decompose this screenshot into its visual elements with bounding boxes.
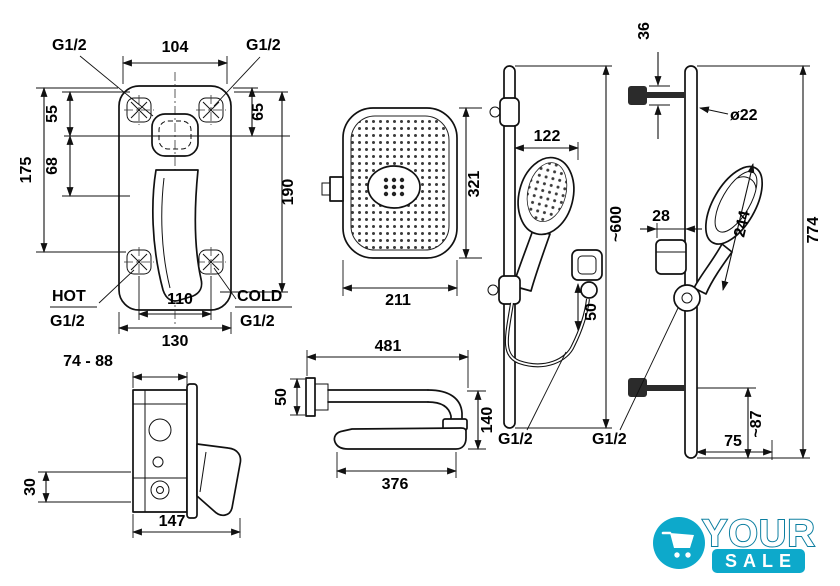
thread-label-top-right: G1/2	[246, 37, 281, 54]
dim-55: 55	[44, 105, 61, 123]
dim-75: 75	[724, 433, 742, 450]
shower-arm-side-view: 481 50 140 376	[273, 338, 496, 493]
hot-thread-label: G1/2	[50, 313, 85, 330]
dim-130: 130	[162, 333, 189, 350]
dim-50-elbow: 50	[583, 303, 600, 321]
rail-slider-holder	[498, 275, 521, 305]
bar-hand-shower-handle	[693, 243, 733, 295]
dim-140: 140	[479, 407, 496, 434]
cold-label: COLD	[237, 288, 282, 305]
logo-word-sale: SALE	[725, 551, 797, 571]
dim-65: 65	[250, 103, 267, 121]
dim-376: 376	[382, 476, 409, 493]
dim-321: 321	[466, 171, 483, 198]
dim-diameter-22: ø22	[730, 107, 758, 124]
bar-hand-shower-head	[704, 165, 764, 245]
dim-211: 211	[385, 292, 411, 309]
head-side-profile	[333, 427, 467, 450]
mounting-pad-top-left	[124, 95, 154, 125]
dim-50-flange: 50	[273, 388, 290, 406]
thread-label-rail-b: G1/2	[592, 431, 627, 448]
dim-36: 36	[636, 22, 653, 40]
dim-774: 774	[805, 217, 822, 244]
hose-elbow-joint	[580, 281, 598, 299]
diverter-button-inner	[158, 120, 192, 150]
dim-147: 147	[159, 513, 186, 530]
mounting-pad-bottom-right	[196, 247, 226, 277]
overhead-shower-front-view: 211 321	[321, 107, 483, 309]
thread-label-rail-a: G1/2	[498, 431, 533, 448]
wall-elbow-square	[571, 249, 603, 281]
trim-plate-side	[186, 383, 198, 519]
slide-bar-dimension-view: 36 ø22 28 244 774 ~87	[592, 22, 822, 460]
mounting-pad-bottom-left	[124, 247, 154, 277]
hand-shower-head	[517, 156, 575, 236]
center-nozzles	[383, 177, 405, 197]
yoursale-logo: YOUR SALE	[653, 512, 816, 573]
valve-body	[132, 389, 188, 513]
dim-110: 110	[167, 291, 193, 308]
dim-244: 244	[731, 209, 754, 239]
dim-74-88: 74 - 88	[63, 353, 113, 370]
dim-481: 481	[375, 338, 402, 355]
hot-label: HOT	[52, 288, 86, 305]
dim-175: 175	[18, 157, 35, 184]
dim-104: 104	[162, 39, 189, 56]
mixer-front-view: 104 G1/2 G1/2 55 68 175 65 190 110 130 H…	[18, 37, 297, 350]
dim-30: 30	[22, 478, 39, 496]
cold-thread-label: G1/2	[240, 313, 275, 330]
mixer-lever-handle	[152, 169, 203, 302]
dim-28: 28	[652, 208, 670, 225]
hand-shower-rail-view: 122 ~600 50 G1/2	[487, 65, 625, 448]
dim-600: ~600	[608, 206, 625, 242]
bar-holder	[655, 239, 687, 275]
lever-handle-side	[196, 443, 242, 517]
rail-top-bracket	[499, 97, 520, 127]
dim-122: 122	[534, 128, 561, 145]
inlet-bracket	[329, 176, 344, 202]
bar-swivel-joint	[673, 284, 701, 312]
shower-hose	[504, 298, 590, 368]
wall-flange	[305, 377, 316, 417]
cart-icon	[661, 531, 694, 558]
hand-shower-handle	[512, 229, 551, 292]
dim-87: ~87	[748, 410, 765, 437]
thread-label-top-left: G1/2	[52, 37, 87, 54]
dim-68: 68	[44, 157, 61, 175]
valve-port-circle	[148, 418, 172, 442]
wall-bracket-top	[628, 86, 647, 105]
mounting-pad-top-right	[196, 95, 226, 125]
diverter-button	[151, 113, 199, 157]
sale-box	[712, 549, 805, 573]
logo-word-your: YOUR	[702, 513, 816, 555]
mixer-side-view: 74 - 88 30 147	[22, 353, 242, 538]
lever-contour-line	[161, 177, 171, 289]
dim-190: 190	[280, 179, 297, 206]
